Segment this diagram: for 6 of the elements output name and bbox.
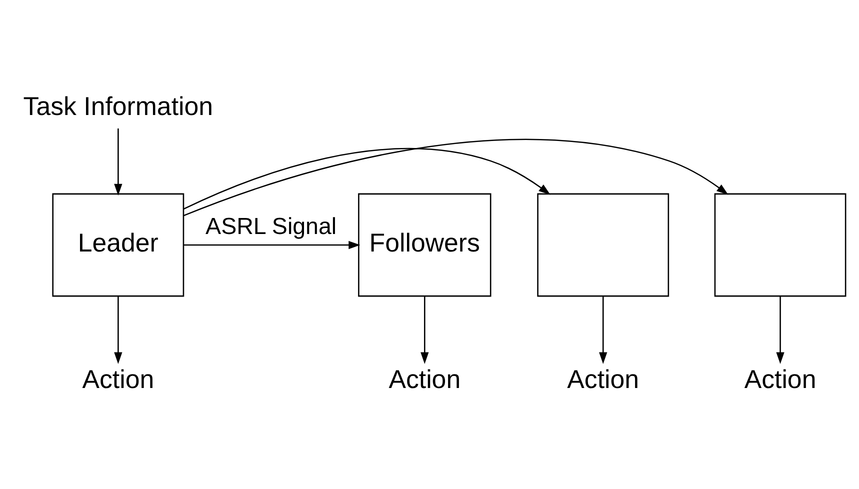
node-text: Action — [744, 365, 816, 394]
node-text: Action — [567, 365, 640, 394]
edge-label: ASRL Signal — [206, 212, 337, 238]
node-text: Action — [388, 365, 461, 394]
node-text: Task Information — [23, 92, 214, 121]
node-text: Action — [82, 365, 154, 394]
